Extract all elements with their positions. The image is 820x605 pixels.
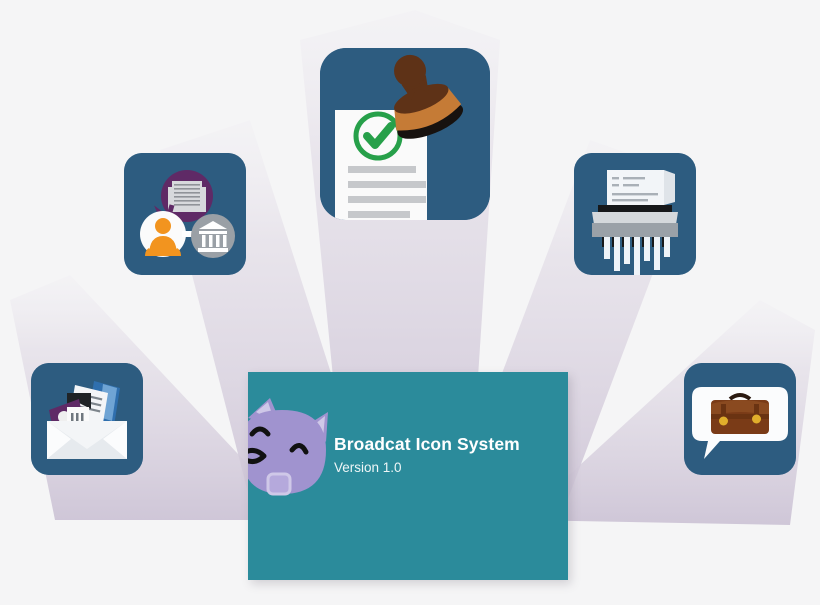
card-text-block: Broadcat Icon System Version 1.0 (334, 434, 554, 476)
card-subtitle: Version 1.0 (334, 460, 402, 475)
icon-tile-mail-records[interactable] (31, 363, 143, 475)
cat-mascot-icon (248, 398, 328, 496)
card-title: Broadcat Icon System (334, 434, 520, 454)
icon-tile-business-conversation[interactable] (684, 363, 796, 475)
icon-tile-document-shredder[interactable] (574, 153, 696, 275)
icon-tile-third-party-relationship[interactable] (124, 153, 246, 275)
title-card: Broadcat Icon System Version 1.0 (248, 372, 568, 580)
icon-tile-document-approval[interactable] (320, 48, 490, 220)
